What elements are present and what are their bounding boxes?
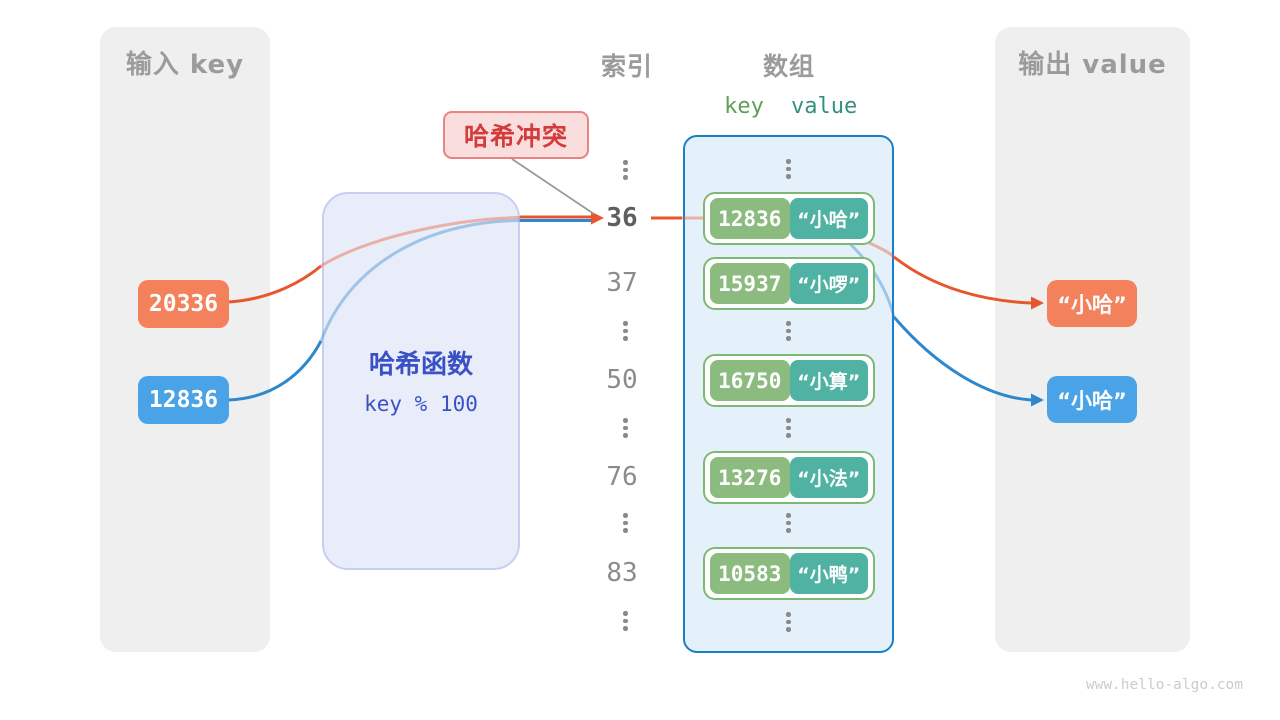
ellipsis-dots [786,321,791,341]
array-row: 13276 “小法” [703,451,875,504]
key-header: key [724,94,764,119]
value-cell: “小哈” [789,198,868,239]
index-value-50: 50 [606,365,638,395]
input-key-box-orange: 20336 [138,280,229,328]
array-row: 15937 “小啰” [703,257,875,310]
input-panel: 输入 key [100,27,270,652]
key-cell: 16750 [710,360,790,401]
input-panel-title: 输入 key [125,50,245,80]
output-panel: 输出 value [995,27,1190,652]
ellipsis-dots [786,159,791,179]
key-cell: 12836 [710,198,790,239]
collision-badge: 哈希冲突 [443,111,589,159]
index-value-36: 36 [606,203,638,233]
value-cell: “小啰” [789,263,868,304]
key-cell: 15937 [710,263,790,304]
index-value-37: 37 [606,268,638,298]
key-cell: 13276 [710,457,790,498]
key-cell: 10583 [710,553,790,594]
array-row: 16750 “小算” [703,354,875,407]
hash-function-title: 哈希函数 [368,350,473,380]
index-column-title: 索引 [600,52,653,81]
hash-function-box: 哈希函数 key % 100 [322,192,520,570]
ellipsis-dots [623,160,628,180]
ellipsis-dots [623,513,628,533]
hash-function-formula: key % 100 [364,392,478,416]
ellipsis-dots [786,513,791,533]
value-cell: “小算” [789,360,868,401]
ellipsis-dots [786,418,791,438]
array-column-title: 数组 [762,52,815,81]
value-cell: “小鸭” [789,553,868,594]
input-key-box-blue: 12836 [138,376,229,424]
ellipsis-dots [623,611,628,631]
index-value-76: 76 [606,462,638,492]
watermark: www.hello-algo.com [1085,677,1243,693]
ellipsis-dots [623,321,628,341]
output-value-box-blue: “小哈” [1047,376,1137,423]
index-value-83: 83 [606,558,638,588]
ellipsis-dots [623,418,628,438]
value-cell: “小法” [789,457,868,498]
output-value-box-orange: “小哈” [1047,280,1137,327]
array-row: 12836 “小哈” [703,192,875,245]
array-row: 10583 “小鸭” [703,547,875,600]
value-header: value [791,94,858,119]
line-collision-pointer [511,158,595,215]
output-panel-title: 输出 value [1018,50,1167,80]
ellipsis-dots [786,612,791,632]
